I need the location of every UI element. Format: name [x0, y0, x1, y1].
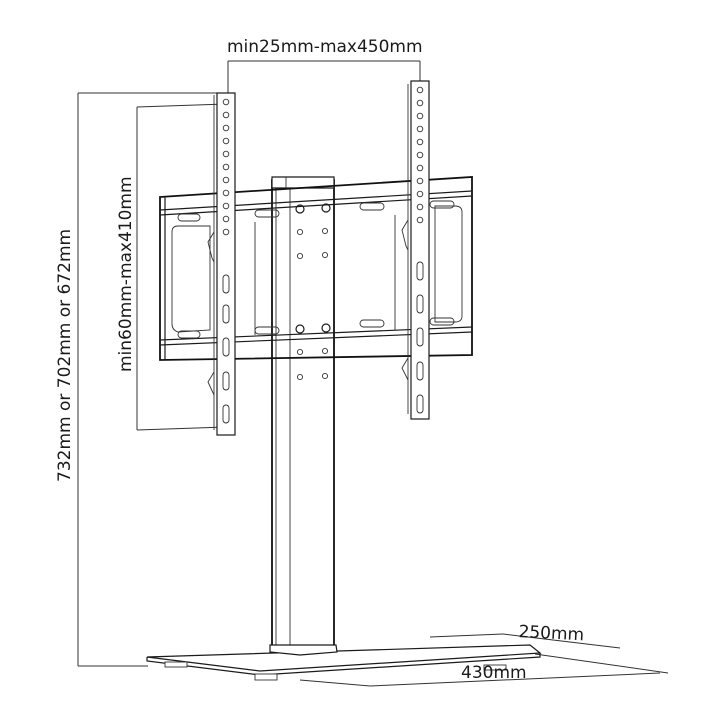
- vesa-width-label: min25mm-max450mm: [227, 37, 423, 57]
- vesa-height-label: min60mm-max410mm: [116, 176, 136, 372]
- column: [269, 176, 338, 656]
- dimension-lines: [77, 60, 669, 687]
- base-depth-label: 250mm: [518, 622, 585, 646]
- right-bracket: [401, 80, 430, 420]
- overall-height-label: 732mm or 702mm or 672mm: [55, 228, 75, 482]
- left-bracket: [207, 92, 236, 436]
- base-plate: [146, 644, 542, 681]
- base-width-label: 430mm: [461, 663, 527, 683]
